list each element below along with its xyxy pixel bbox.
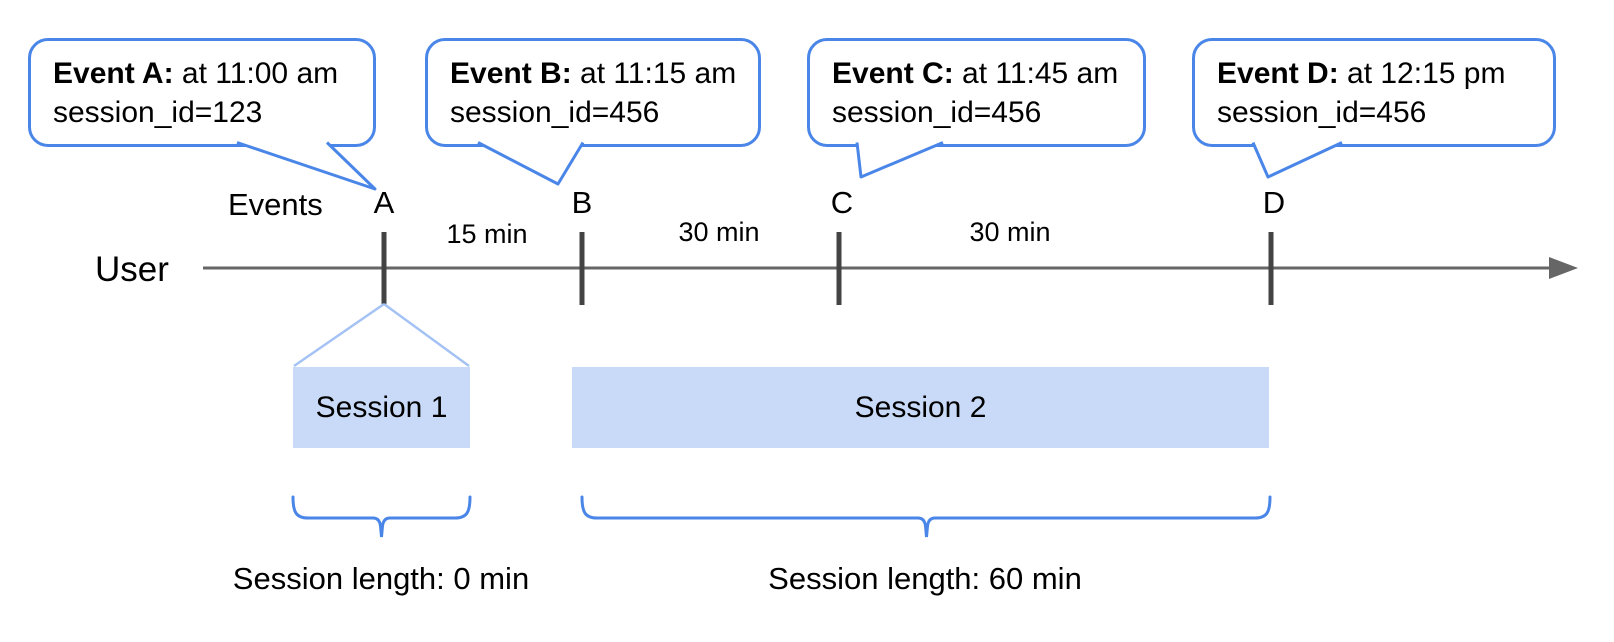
event-c-callout-bubble: Event C: at 11:45 am session_id=456 — [807, 38, 1146, 147]
event-d-callout-session-id: session_id=456 — [1217, 96, 1427, 129]
interval-c-d-label: 30 min — [969, 217, 1051, 247]
event-b-label: B — [571, 185, 593, 220]
event-a-callout-time: at 11:00 am — [173, 57, 339, 90]
event-c-callout-line1: Event C: at 11:45 am — [832, 54, 1133, 93]
event-d-callout-line1: Event D: at 12:15 pm — [1217, 54, 1543, 93]
event-d-callout-bubble: Event D: at 12:15 pm session_id=456 — [1192, 38, 1556, 147]
session-2-brace — [580, 495, 1272, 538]
timeline-arrowhead-icon — [1549, 257, 1578, 279]
session-1-funnel-right-line — [383, 302, 470, 368]
session-1-bar-label: Session 1 — [315, 390, 448, 424]
event-d-callout-tail — [1251, 141, 1343, 179]
event-a-callout-session-id: session_id=123 — [53, 96, 263, 129]
event-b-callout-bubble: Event B: at 11:15 am session_id=456 — [425, 38, 761, 147]
session-1-length-label: Session length: 0 min — [232, 561, 530, 596]
session-2-bar: Session 2 — [572, 367, 1269, 448]
event-d-label: D — [1262, 185, 1286, 220]
user-row-label: User — [95, 250, 169, 289]
event-a-callout-title: Event A: — [53, 57, 174, 90]
event-a-label: A — [373, 185, 395, 220]
event-c-callout-title: Event C: — [832, 57, 954, 90]
events-row-label: Events — [228, 187, 323, 222]
session-1-funnel-left-line — [293, 302, 385, 368]
interval-a-b-label: 15 min — [446, 219, 528, 249]
event-b-callout-time: at 11:15 am — [571, 57, 737, 90]
event-c-callout-time: at 11:45 am — [953, 57, 1119, 90]
event-d-callout-time: at 12:15 pm — [1338, 57, 1506, 90]
event-d-callout-title: Event D: — [1217, 57, 1339, 90]
event-a-callout-tail — [236, 141, 377, 191]
event-a-callout-line1: Event A: at 11:00 am — [53, 54, 363, 93]
event-b-callout-tail — [477, 141, 585, 186]
interval-b-c-label: 30 min — [678, 217, 760, 247]
event-c-callout-session-id: session_id=456 — [832, 96, 1042, 129]
event-b-callout-title: Event B: — [450, 57, 572, 90]
session-2-bar-label: Session 2 — [854, 390, 987, 424]
session-1-brace — [291, 495, 472, 538]
event-b-callout-line1: Event B: at 11:15 am — [450, 54, 748, 93]
event-c-label: C — [830, 185, 854, 220]
event-c-callout-tail — [855, 141, 944, 179]
session-2-length-label: Session length: 60 min — [768, 561, 1082, 596]
event-a-callout-bubble: Event A: at 11:00 am session_id=123 — [28, 38, 376, 147]
event-b-callout-session-id: session_id=456 — [450, 96, 660, 129]
session-1-bar: Session 1 — [293, 367, 470, 448]
